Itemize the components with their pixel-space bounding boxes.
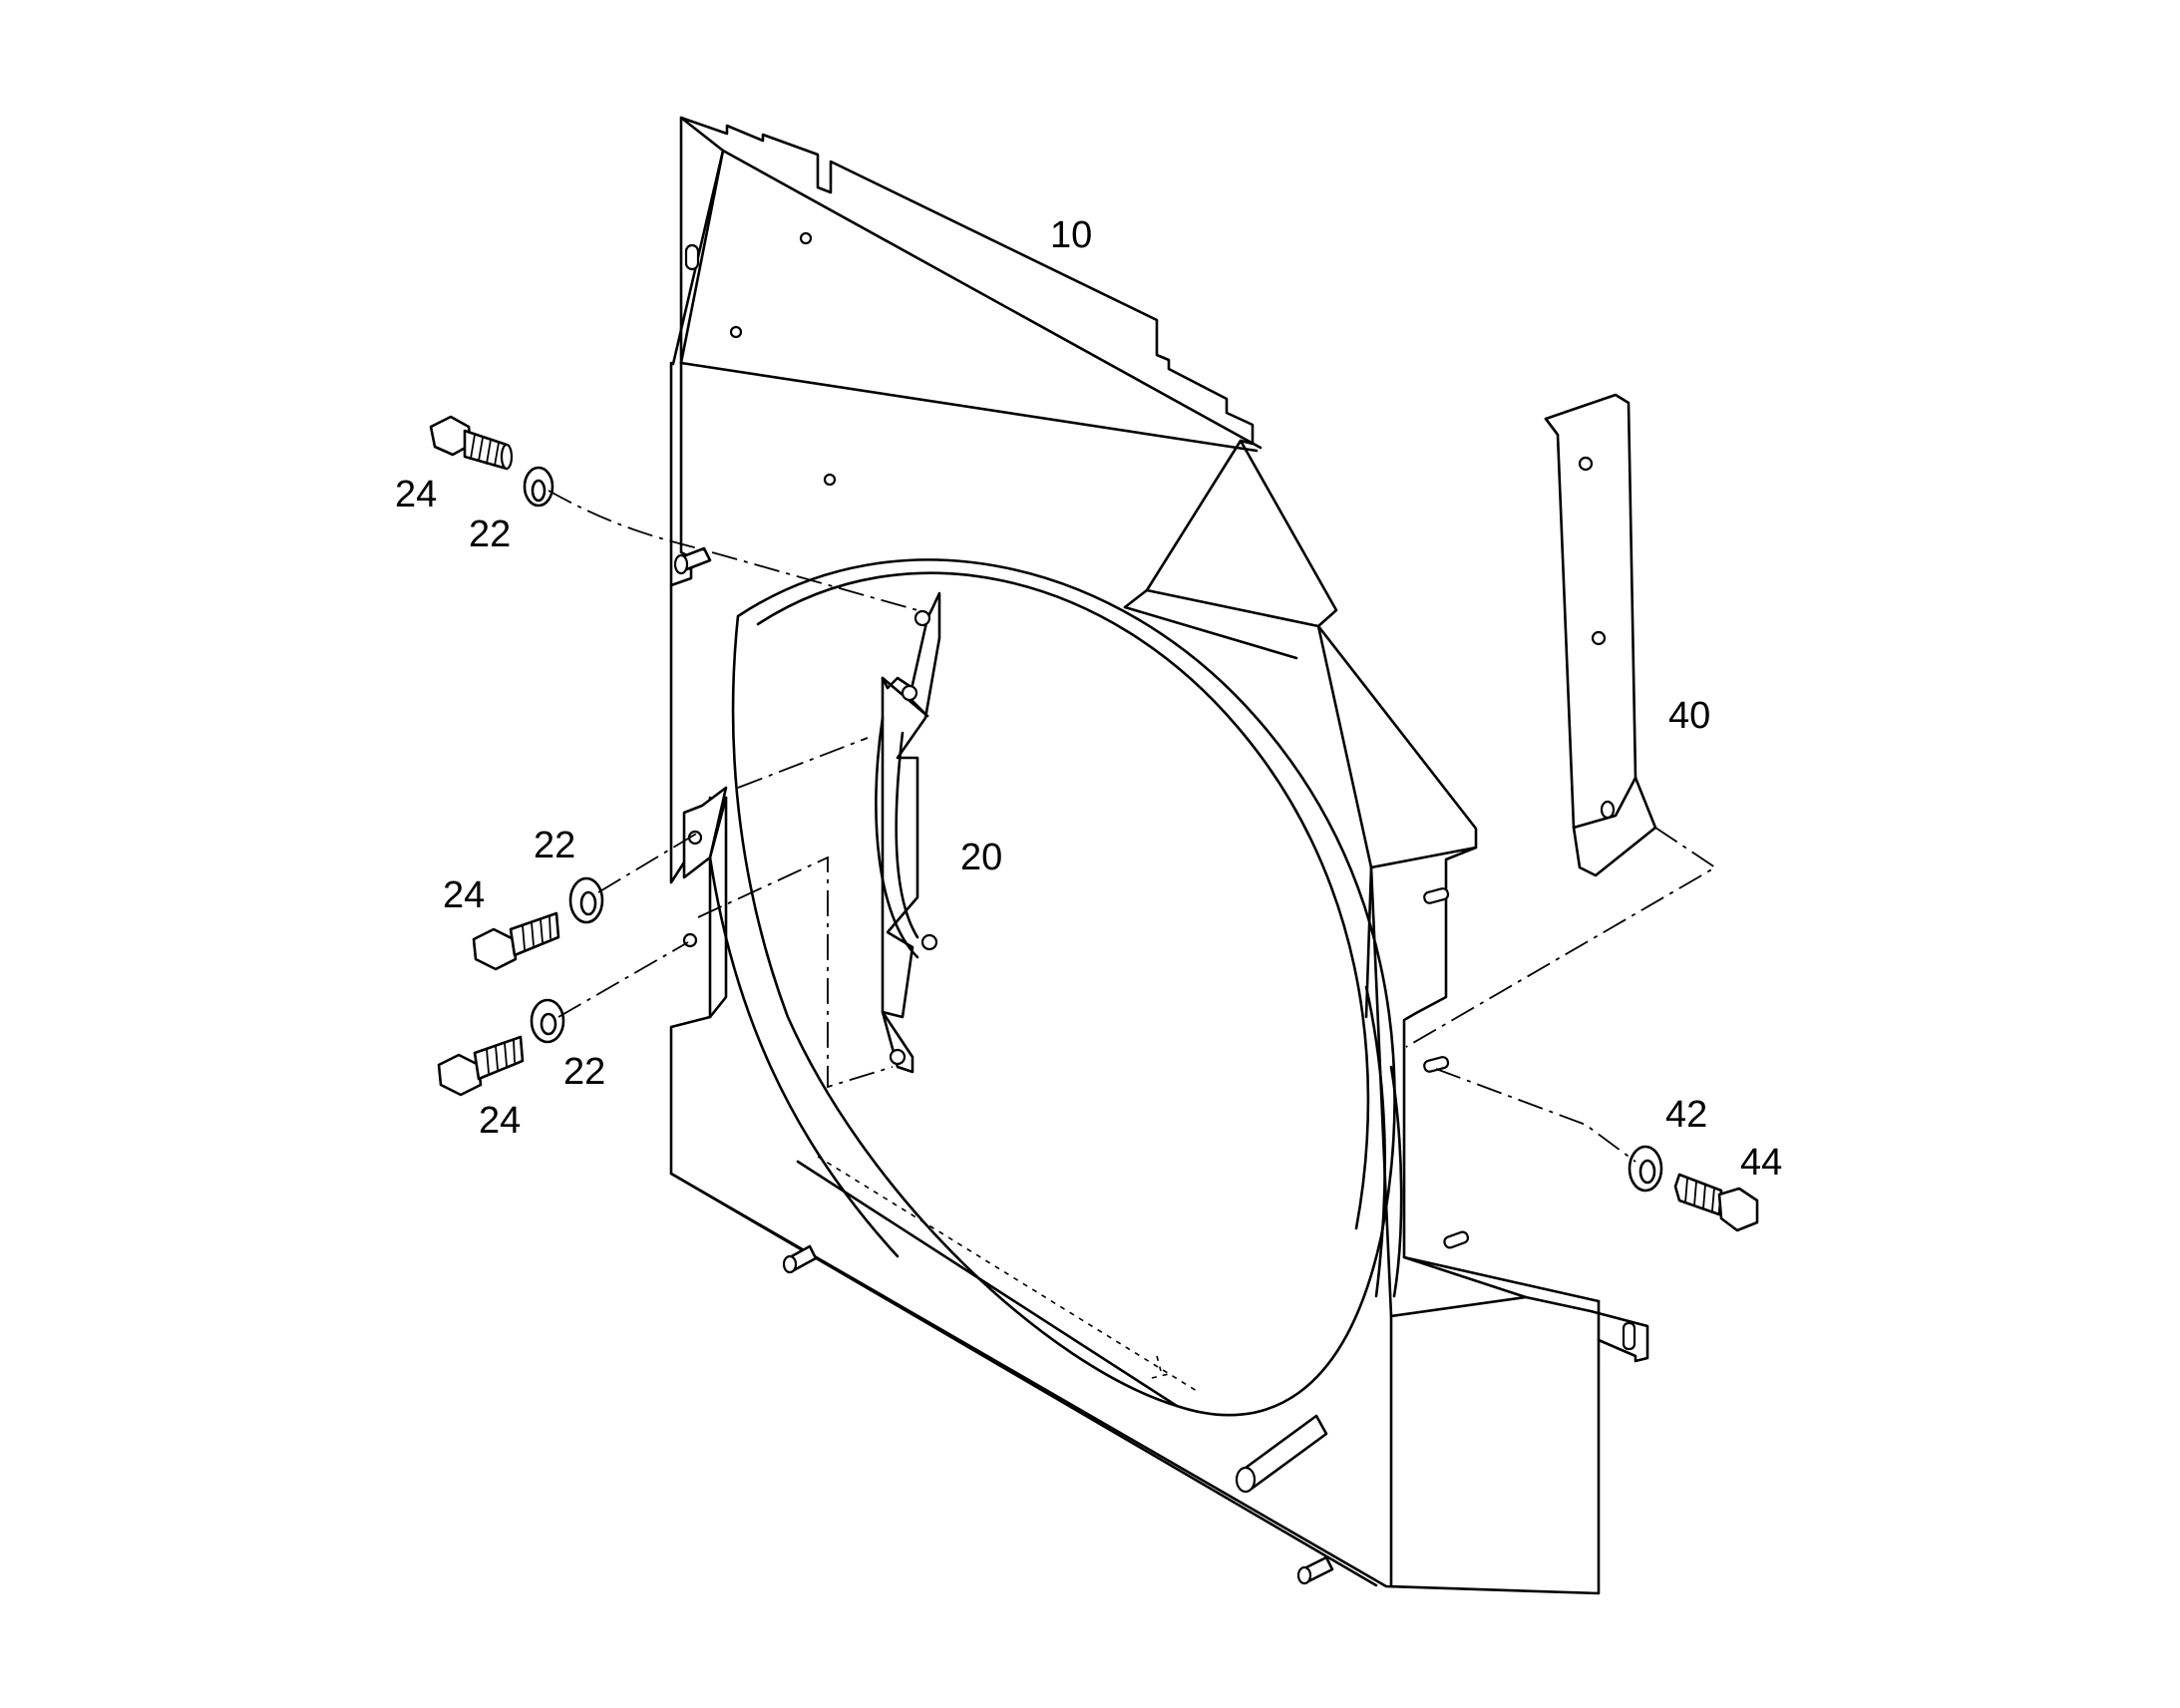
- callout-24-top: 24: [395, 474, 437, 515]
- callout-42: 42: [1665, 1094, 1707, 1136]
- callout-24-mid: 24: [443, 874, 485, 916]
- bolt-44: [1673, 1173, 1759, 1232]
- center-bracket: [875, 591, 941, 1074]
- callout-44: 44: [1740, 1142, 1782, 1184]
- leader-lines: [547, 490, 1717, 1163]
- bolt-24-low: [437, 1035, 525, 1097]
- washer-22-low: [530, 998, 565, 1044]
- callout-22-top: 22: [469, 513, 511, 555]
- shroud-holes: [684, 231, 1636, 1351]
- bolt-24-top: [429, 415, 514, 471]
- washer-22-mid: [568, 876, 604, 924]
- left-bracket-plate: [682, 786, 728, 948]
- callout-24-low: 24: [479, 1100, 521, 1142]
- washer-22-top: [523, 466, 554, 508]
- support-strap: [1544, 393, 1657, 877]
- callout-10: 10: [1050, 214, 1092, 256]
- bolt-24-mid: [472, 911, 560, 971]
- callout-20: 20: [960, 837, 1002, 878]
- shroud-studs: [673, 546, 1334, 1585]
- washer-42: [1628, 1145, 1663, 1193]
- callout-labels: 10 20 40 42 44 24 22 22 24 22 24: [395, 214, 1782, 1184]
- callout-22-mid: 22: [534, 825, 575, 866]
- callout-40: 40: [1668, 695, 1710, 737]
- fan-shroud: [669, 116, 1649, 1595]
- callout-22-low: 22: [563, 1051, 605, 1093]
